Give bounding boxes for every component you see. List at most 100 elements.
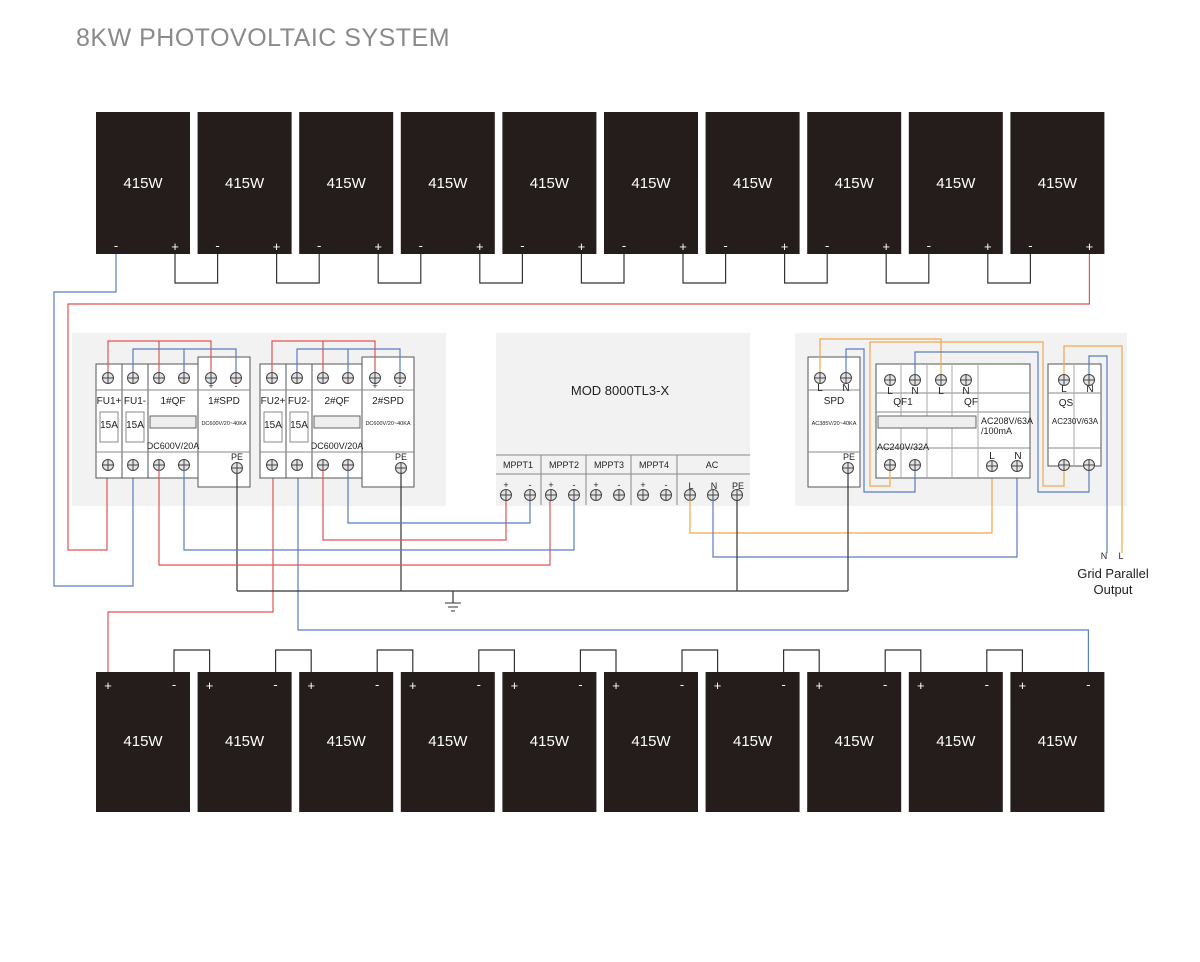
- qs-l-label: L: [1061, 384, 1067, 395]
- panel-negative-terminal: -: [477, 677, 481, 692]
- panel-power-label: 415W: [530, 733, 570, 750]
- solar-panel: [1010, 112, 1105, 254]
- breaker-rating: DC600V/20A: [147, 441, 200, 451]
- solar-panel: [1010, 672, 1105, 812]
- fuse-negative-label: FU1-: [124, 396, 146, 407]
- solar-panel: [96, 112, 190, 254]
- screw-terminal-icon: [500, 489, 512, 501]
- fuse-holder: [289, 411, 309, 443]
- panel-positive-terminal: +: [612, 678, 620, 693]
- panel-positive-terminal: +: [815, 678, 823, 693]
- panel-power-label: 415W: [428, 175, 468, 192]
- panel-power-label: 415W: [835, 175, 875, 192]
- fuse-positive-label: FU2+: [261, 396, 286, 407]
- series-jumper: [173, 649, 211, 672]
- output-n-label: N: [1101, 551, 1108, 561]
- breaker-terminal-label: N: [911, 386, 918, 397]
- panel-negative-terminal: -: [215, 238, 219, 253]
- string1-to-mppt2-negative: [183, 470, 575, 551]
- spd-pe-label: PE: [231, 452, 243, 462]
- panel-negative-terminal: -: [781, 677, 785, 692]
- panel-power-label: 415W: [327, 733, 367, 750]
- string2-to-mppt1-negative: [347, 470, 531, 524]
- panel-power-label: 415W: [1038, 733, 1078, 750]
- screw-terminal-icon: [842, 462, 854, 474]
- panel-positive-terminal: +: [882, 239, 890, 254]
- panel-negative-terminal: -: [680, 677, 684, 692]
- solar-panel: [502, 672, 597, 812]
- panel-negative-terminal: -: [317, 238, 321, 253]
- spd-line-wire: [819, 338, 942, 378]
- panel-power-label: 415W: [631, 175, 671, 192]
- screw-terminal-icon: [1058, 374, 1070, 386]
- screw-terminal-icon: [1011, 460, 1023, 472]
- spd-l-label: L: [817, 383, 823, 394]
- inverter-model: MOD 8000TL3-X: [571, 383, 670, 398]
- screw-terminal-icon: [291, 372, 303, 384]
- mppt-minus: -: [529, 480, 532, 490]
- panel-negative-terminal: -: [273, 677, 277, 692]
- series-jumper: [580, 254, 625, 284]
- panel-negative-terminal: -: [1086, 677, 1090, 692]
- series-jumper: [987, 254, 1032, 284]
- fuse-holder: [125, 411, 145, 443]
- solar-panel: [604, 672, 698, 812]
- spd-label: 2#SPD: [372, 396, 404, 407]
- breaker-terminal-label: L: [887, 386, 893, 397]
- solar-panel: [807, 112, 902, 254]
- panel-power-label: 415W: [733, 733, 773, 750]
- string1-negative-wire: [53, 254, 134, 587]
- panel-negative-terminal: -: [723, 238, 727, 253]
- screw-terminal-icon: [545, 489, 557, 501]
- panel-positive-terminal: +: [104, 678, 112, 693]
- screw-terminal-icon: [230, 372, 242, 384]
- qf1-rating: AC240V/32A: [877, 442, 929, 452]
- screw-terminal-icon: [127, 459, 139, 471]
- screw-terminal-icon: [153, 372, 165, 384]
- screw-terminal-icon: [178, 459, 190, 471]
- panel-power-label: 415W: [631, 733, 671, 750]
- fuse-rating: 15A: [126, 420, 144, 431]
- port-label: MPPT1: [503, 460, 533, 470]
- fuse-holder: [263, 411, 283, 443]
- series-jumper: [782, 649, 820, 672]
- solar-panel: [807, 672, 902, 812]
- series-jumper: [579, 649, 617, 672]
- mppt-minus: -: [665, 480, 668, 490]
- series-jumper: [376, 649, 414, 672]
- solar-panel: [197, 112, 292, 254]
- panel-power-label: 415W: [123, 733, 163, 750]
- panel-positive-terminal: +: [273, 239, 281, 254]
- screw-terminal-icon: [637, 489, 649, 501]
- ac-neutral-wire: [712, 472, 1018, 558]
- grid-output-label: Grid Parallel: [1077, 566, 1149, 581]
- screw-terminal-icon: [909, 374, 921, 386]
- panel-negative-terminal: -: [172, 677, 176, 692]
- mppt-plus: +: [640, 480, 645, 490]
- breaker-terminal-label: L: [938, 386, 944, 397]
- solar-panel: [908, 112, 1003, 254]
- qs-line-wire: [869, 341, 1065, 487]
- solar-panel: [908, 672, 1003, 812]
- mppt-minus: -: [573, 480, 576, 490]
- screw-terminal-icon: [590, 489, 602, 501]
- screw-terminal-icon: [1083, 459, 1095, 471]
- qf-output-n-label: N: [1014, 451, 1021, 462]
- spd-minus-label: -: [235, 381, 238, 391]
- screw-terminal-icon: [342, 459, 354, 471]
- screw-terminal-icon: [394, 372, 406, 384]
- panel-power-label: 415W: [936, 175, 976, 192]
- screw-terminal-icon: [127, 372, 139, 384]
- panel-positive-terminal: +: [781, 239, 789, 254]
- screw-terminal-icon: [684, 489, 696, 501]
- breaker-terminal-label: N: [962, 386, 969, 397]
- series-jumper: [681, 649, 719, 672]
- ac-terminal-label: L: [688, 481, 693, 491]
- string2-to-mppt1-positive: [322, 470, 507, 541]
- solar-panel: [502, 112, 597, 254]
- qf-output-l-label: L: [989, 451, 995, 462]
- screw-terminal-icon: [317, 372, 329, 384]
- panel-negative-terminal: -: [114, 238, 118, 253]
- screw-terminal-icon: [884, 459, 896, 471]
